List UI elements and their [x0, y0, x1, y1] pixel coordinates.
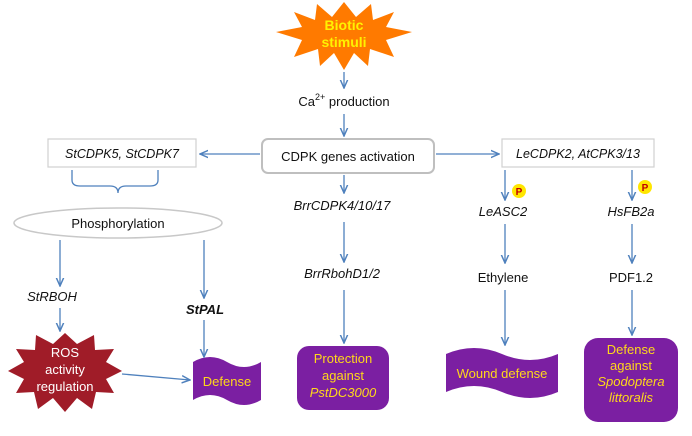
defense-against-line1: Defense [607, 342, 655, 357]
left-genes-label: StCDPK5, StCDPK7 [65, 147, 180, 161]
center-genes-label: BrrCDPK4/10/17 [294, 198, 392, 213]
protection-label-line1: Protection [314, 351, 373, 366]
phosphorylation-node: Phosphorylation [13, 207, 223, 239]
right-genes-label: LeCDPK2, AtCPK3/13 [516, 147, 640, 161]
ros-label-line1: ROS [51, 345, 80, 360]
defense-shape [193, 357, 261, 405]
ros-star-shape [8, 333, 122, 412]
ca-production-label: Ca2+ production [298, 92, 389, 109]
p-badge-1: P [512, 184, 526, 198]
arrows [60, 72, 632, 380]
phospho-badge-circle [638, 180, 652, 194]
stpal-label: StPAL [186, 302, 224, 317]
wound-defense-node: Wound defense [446, 348, 558, 398]
pathogen-label: PstDC3000 [310, 385, 377, 400]
right-genes-box [501, 138, 655, 168]
stimulus-star-shape [276, 2, 412, 70]
spodoptera-label: Spodoptera [597, 374, 664, 389]
strboh-label: StRBOH [27, 289, 77, 304]
phosphorylation-label: Phosphorylation [71, 216, 164, 231]
ros-regulation-node: ROS activity regulation [8, 333, 122, 412]
spodoptera-defense-node: Defense against Spodoptera littoralis [584, 338, 678, 422]
protection-label-line2: against [322, 368, 364, 383]
ros-label-line2: activity [45, 362, 85, 377]
cdpk-activation-box [261, 138, 435, 174]
wound-defense-shape [446, 348, 558, 398]
hsfb2a-label: HsFB2a [608, 204, 655, 219]
stimulus-label-line2: stimuli [321, 34, 366, 50]
left-genes-node: StCDPK5, StCDPK7 [47, 138, 197, 168]
leasc2-label: LeASC2 [479, 204, 528, 219]
phospho-badge-circle [512, 184, 526, 198]
protection-node: Protection against PstDC3000 [297, 346, 389, 410]
littoralis-label: littoralis [609, 390, 654, 405]
biotic-stimuli-node: Biotic stimuli [276, 2, 412, 70]
wound-defense-label: Wound defense [457, 366, 548, 381]
center-rboh-label: BrrRbohD1/2 [304, 266, 381, 281]
phosphorylation-ellipse [13, 207, 223, 239]
defense-against-line2: against [610, 358, 652, 373]
defense-node: Defense [193, 357, 261, 405]
ethylene-label: Ethylene [478, 270, 529, 285]
cdpk-activation-label: CDPK genes activation [281, 149, 415, 164]
left-genes-box [47, 138, 197, 168]
protection-box [297, 346, 389, 410]
phospho-badge-label: P [516, 187, 523, 198]
stimulus-label-line1: Biotic [325, 17, 364, 33]
brace-connector [71, 170, 159, 194]
p-badge-2: P [638, 180, 652, 194]
arrow-ros-to-defense [121, 373, 190, 380]
phospho-badge-label: P [642, 183, 649, 194]
defense-label: Defense [203, 374, 251, 389]
ros-label-line3: regulation [36, 379, 93, 394]
right-genes-node: LeCDPK2, AtCPK3/13 [501, 138, 655, 168]
spodoptera-defense-box [584, 338, 678, 422]
pdf-label: PDF1.2 [609, 270, 653, 285]
cdpk-activation-node: CDPK genes activation [261, 138, 435, 174]
